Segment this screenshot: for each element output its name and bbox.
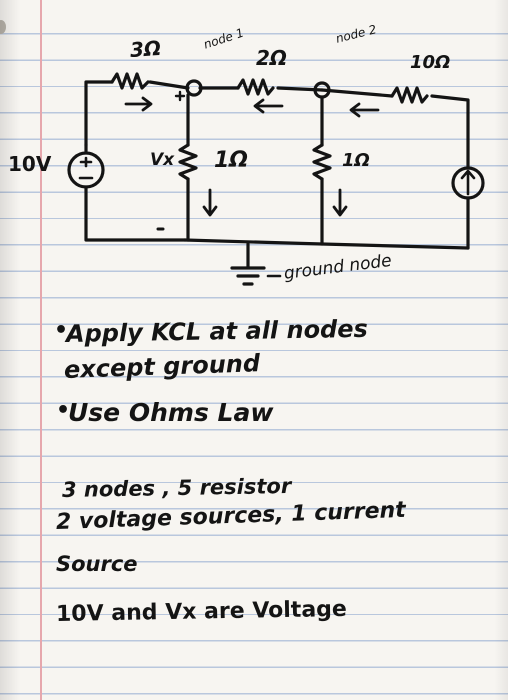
binder-hole (0, 20, 6, 34)
label-r2: 2Ω (256, 46, 287, 70)
resistor-3ohm (110, 72, 150, 90)
note-bullet2: Use Ohms Law (68, 398, 274, 427)
ground-symbol (230, 242, 266, 286)
label-r1: 3Ω (129, 35, 162, 62)
label-source-v: 10V (8, 152, 52, 176)
bullet-dot-1: • (54, 318, 69, 343)
node-1-dot (185, 79, 203, 97)
label-r3: 10Ω (410, 52, 451, 73)
top-wire (84, 80, 470, 170)
resistor-1ohm-left (178, 143, 198, 181)
note-line1: 3 nodes , 5 resistor (61, 474, 292, 502)
resistor-10ohm (390, 86, 429, 104)
margin-line (40, 0, 42, 700)
resistor-2ohm (236, 78, 275, 96)
note-line4: 10V and Vx are Voltage (55, 596, 348, 627)
bullet-dot-2: • (56, 398, 71, 423)
note-bullet1: Apply KCL at all nodes (65, 314, 369, 348)
label-vx: Vx (150, 150, 175, 170)
current-arrows (124, 96, 380, 217)
note-line3: Source (56, 552, 138, 576)
label-r4: 1Ω (214, 148, 249, 173)
resistor-1ohm-right (312, 143, 332, 181)
label-r5: 1Ω (342, 150, 370, 171)
